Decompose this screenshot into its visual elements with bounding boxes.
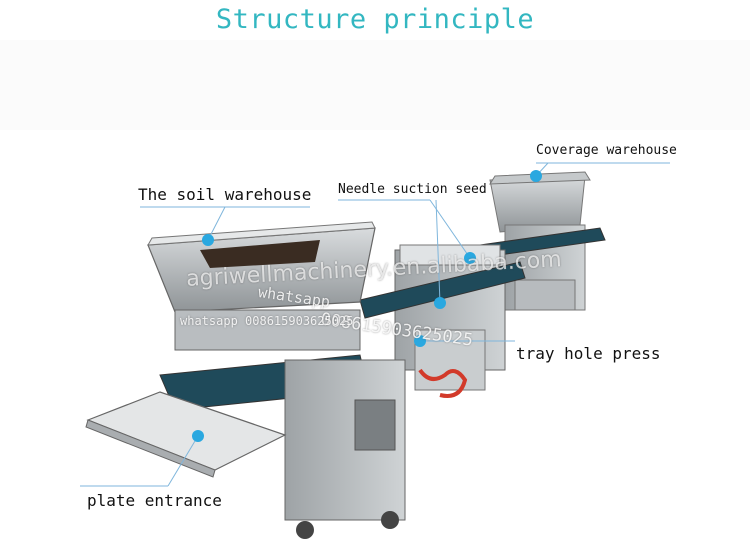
label-needle-suction-seed: Needle suction seed — [338, 182, 487, 197]
page-title: Structure principle — [215, 4, 535, 35]
label-plate-entrance: plate entrance — [87, 491, 222, 510]
marker-press — [414, 335, 426, 347]
label-coverage-warehouse: Coverage warehouse — [536, 143, 677, 158]
marker-plate — [192, 430, 204, 442]
watermark-whatsapp-3: whatsapp 008615903625025 — [180, 314, 354, 328]
seeder-section — [359, 244, 526, 398]
markers — [192, 170, 542, 442]
leader-plate-drop — [167, 435, 199, 487]
label-soil-warehouse: The soil warehouse — [138, 185, 312, 204]
soil-section — [147, 221, 406, 539]
marker-needle — [464, 252, 476, 264]
marker-coverage — [530, 170, 542, 182]
leader-needle-drop2 — [435, 199, 441, 304]
marker-soil — [202, 234, 214, 246]
marker-needle-2 — [434, 297, 446, 309]
leader-lines — [80, 162, 670, 487]
leader-soil-drop — [207, 206, 226, 241]
label-tray-hole-press: tray hole press — [516, 344, 661, 363]
background-band — [0, 40, 750, 130]
